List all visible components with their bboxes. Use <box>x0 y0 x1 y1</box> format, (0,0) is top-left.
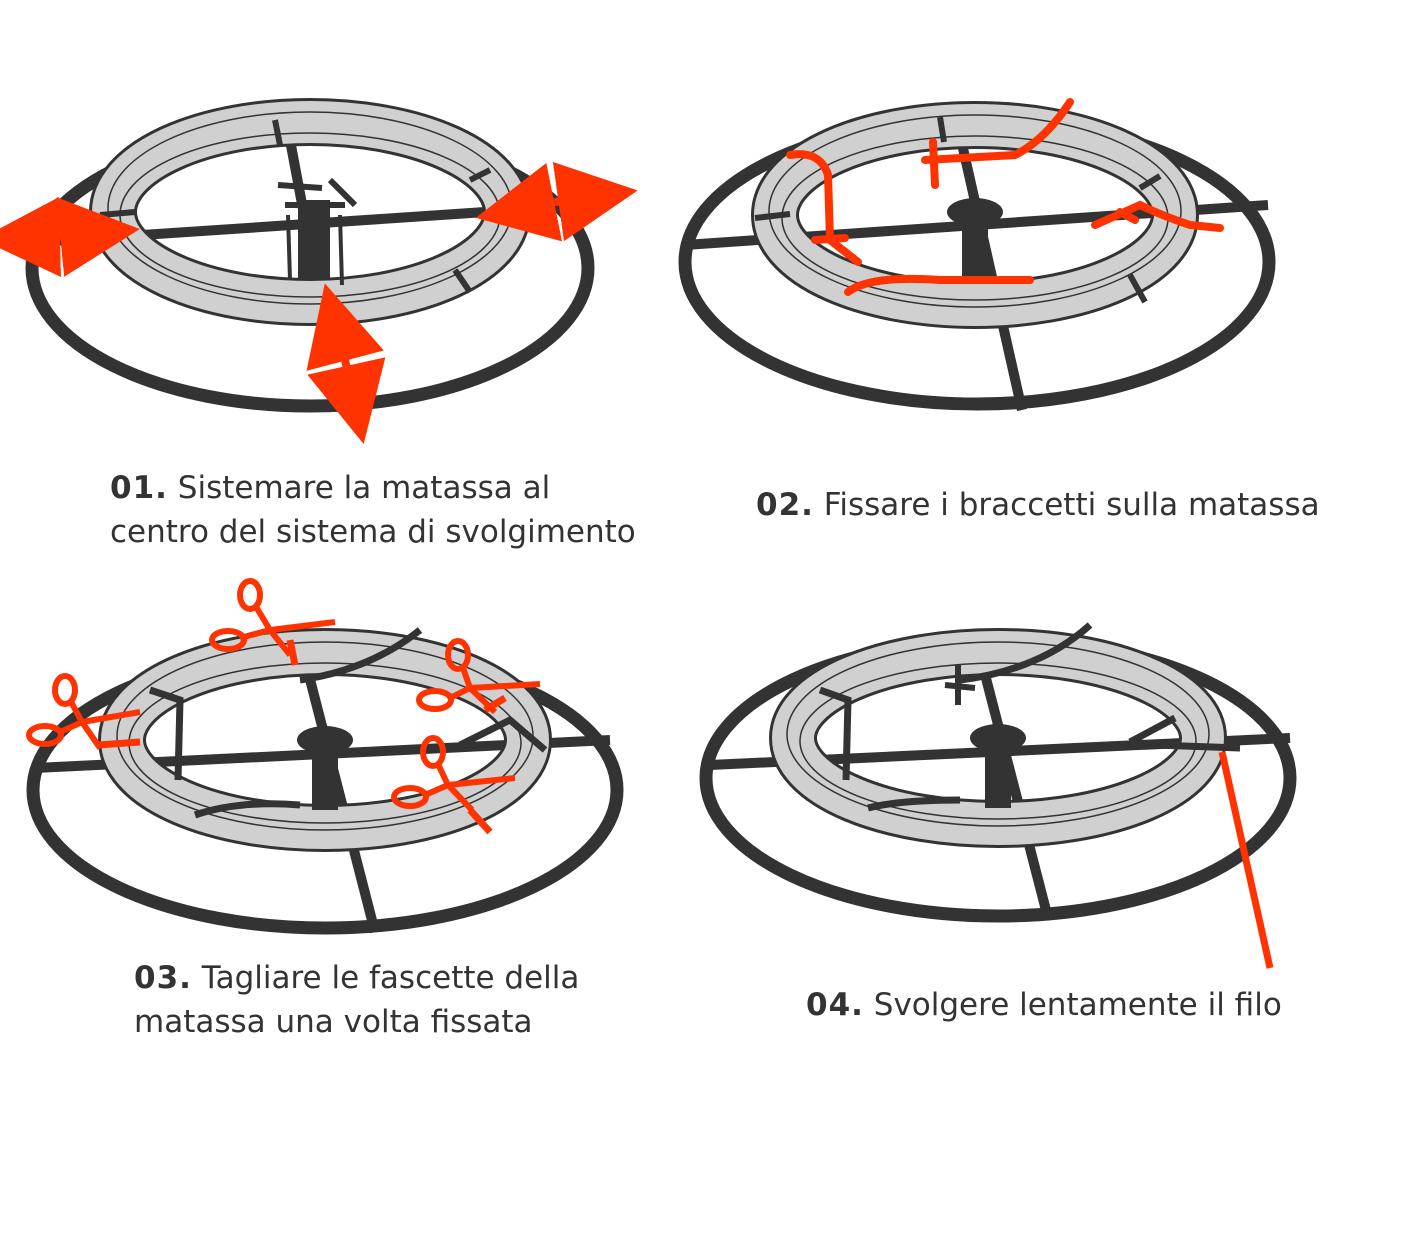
step-text: Fissare i braccetti sulla matassa <box>823 487 1320 523</box>
step-text: matassa una volta fissata <box>134 1004 533 1040</box>
cross-arm <box>975 653 1053 920</box>
step-text: Svolgere lentamente il filo <box>873 987 1282 1023</box>
step-2-caption: 02. Fissare i braccetti sulla matassa <box>756 483 1320 527</box>
step-2-illustration <box>678 98 1276 412</box>
clamp-arm <box>786 98 1224 296</box>
wire-coil-fill <box>772 631 1224 845</box>
scissors-icon <box>416 638 541 715</box>
step-1-caption: 01. Sistemare la matassa al centro del s… <box>110 466 636 554</box>
cut-band <box>97 639 507 835</box>
center-hub <box>298 200 330 280</box>
scissors-icon <box>26 673 141 750</box>
wire-end <box>818 622 1241 812</box>
adjust-arrow-right <box>475 162 563 242</box>
step-text: Sistemare la matassa al <box>177 470 551 506</box>
step-text: Tagliare le fascette della <box>201 960 580 996</box>
cross-arm <box>955 133 1027 412</box>
step-number: 01. <box>110 470 168 506</box>
step-number: 03. <box>134 960 192 996</box>
wire-end <box>148 627 548 819</box>
step-3-caption: 03. Tagliare le fascette della matassa u… <box>134 956 579 1044</box>
adjust-arrow-right <box>552 161 638 242</box>
scissors-icon <box>391 735 516 813</box>
adjust-arrow-down <box>306 283 384 371</box>
cross-arm <box>300 658 380 934</box>
step-4-illustration <box>699 622 1297 969</box>
step-number: 04. <box>806 987 864 1023</box>
adjust-arrow-left <box>56 197 140 277</box>
adjust-arrow-down <box>307 357 386 445</box>
step-4-caption: 04. Svolgere lentamente il filo <box>806 983 1282 1027</box>
step-1-illustration <box>0 98 638 445</box>
step-text: centro del sistema di svolgimento <box>110 514 636 550</box>
adjust-arrow-left <box>0 197 61 277</box>
scissors-icon <box>209 578 336 657</box>
unwinding-wire <box>1218 751 1274 969</box>
coil-band <box>754 116 1162 304</box>
step-number: 02. <box>756 487 814 523</box>
step-3-illustration <box>26 578 624 935</box>
